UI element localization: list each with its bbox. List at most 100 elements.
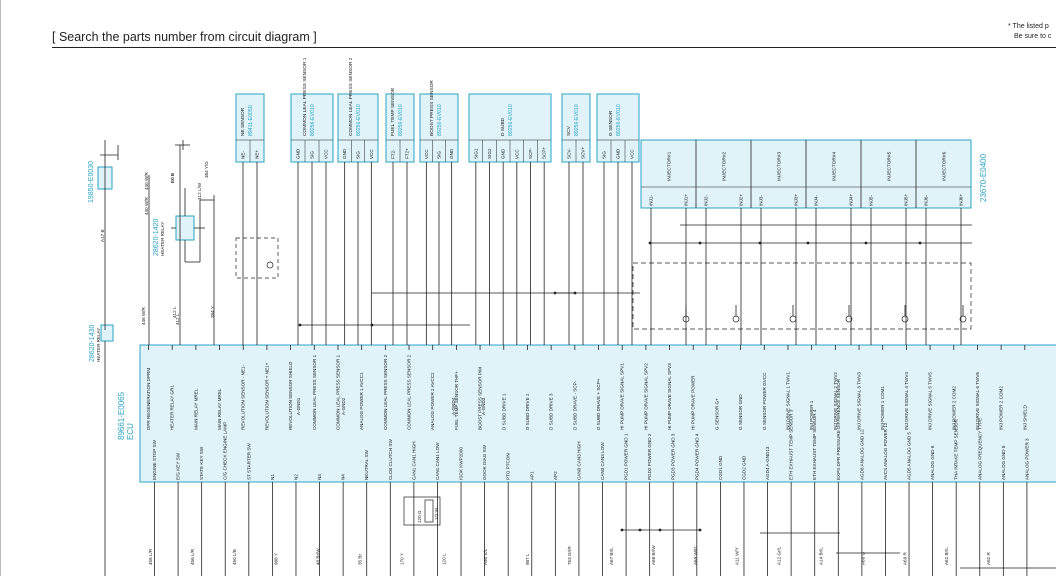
junction-dot <box>370 323 374 327</box>
ecu-pin-label-bottom: CLCB CLUTCH SW <box>388 438 393 480</box>
junction-dot <box>698 241 702 245</box>
ecu-pin-label-bottom: PGD2 POWER GND 2 <box>647 433 652 480</box>
wire-label-bottom: 35 Br <box>358 554 363 565</box>
connector-pin-label: SIG <box>437 151 442 159</box>
connector-box <box>337 93 379 163</box>
junction-dot <box>806 241 810 245</box>
wire-label-bottom: 988 Y <box>274 553 279 565</box>
wire-label-top: 412 L/W <box>197 182 202 200</box>
title-rule <box>52 47 1056 48</box>
connector-part: 89256-EV010 <box>398 104 404 136</box>
ecu-pin-label-top: COMMON LEAL PRESS SENSOR 2 <box>383 354 388 430</box>
ecu-pin-label-bottom: CAN3 CAN3 HIGH <box>576 441 581 480</box>
connector-part: 89256-EV010 <box>356 104 362 136</box>
ecu-pin-label-bottom: AGD8 ANALOG GND 12 <box>859 429 864 480</box>
ecu-pin-label-top: ANALOG POWER 2 AVCC2 <box>430 372 435 430</box>
injector-pin-label: INJ4- <box>814 195 819 206</box>
connector-name: COMMON LEAL PRESS SENSOR 2 <box>348 57 354 136</box>
ecu-pin-label-bottom: THA INTAKE TEMP SENSOR <box>954 418 959 480</box>
ecu-pin-label-bottom: C/G CHECK ENGINE LAMP <box>223 422 228 480</box>
connector-pin-label: NE+ <box>255 150 260 159</box>
ecu-pin-label-top: HI PUMP DRAVE SIGNAL SPV3 <box>667 363 672 430</box>
injector-name: INJECTOR#5 <box>887 151 893 181</box>
connector-pin-label: GND <box>616 148 621 159</box>
connector-box <box>419 93 459 163</box>
connector-pin-label: SCP- <box>528 148 533 159</box>
wire-label-top: E0 B <box>170 173 175 183</box>
ecu-pin-label-top: INJ DRIVE SIGNAL 5 TWV5 <box>928 372 933 430</box>
junction-dot <box>553 291 557 295</box>
wire-label-bottom: 170 Y <box>399 553 404 565</box>
connector-name: FUEL TEMP SENSOR <box>390 87 396 136</box>
connector-part: 89411-E0050 <box>248 105 254 136</box>
connector-2 <box>337 93 379 163</box>
connector-name: SCV <box>566 125 572 136</box>
part-number-fuse: 19850-E0030 <box>88 161 95 203</box>
ecu-pin-label-bottom: AVCS ANALOG POWER 12 <box>883 422 888 480</box>
injector-name: INJECTOR#1 <box>667 151 673 181</box>
connector-pin-label: GND <box>296 148 301 159</box>
junction-dot <box>573 291 577 295</box>
injector-pin-label: INJ1+ <box>684 194 689 206</box>
relay-1-box <box>175 215 195 241</box>
junction-dot <box>620 528 624 532</box>
ecu-pin-label-bottom: CGD2 GND <box>741 455 746 480</box>
wire-label-bottom: 753 Gr/R <box>567 546 572 565</box>
page-title: [ Search the parts number from circuit d… <box>52 30 317 44</box>
ground-symbol <box>732 315 740 323</box>
ground-symbol <box>789 315 797 323</box>
ecu-pin-label-top: INJ DRIVE SIGNAL 6 TWV6 <box>975 372 980 430</box>
ecu-pin-label-bottom: CAN1 CAN1 LOW <box>435 442 440 480</box>
ecu-pin-label-top: G SENSOR POWER GVCC <box>762 372 767 430</box>
connector-pin-label: SCV- <box>567 148 572 159</box>
connector-pin-label: SCP+ <box>542 147 547 159</box>
connector-name: NE SENSOR <box>240 107 246 136</box>
ecu-pin-label-bottom: AGD4 A-GND13 <box>765 446 770 480</box>
ecu-pin-label-top: REVOLUTION SENSOR - NE1- <box>241 364 246 430</box>
ecu-pin-label-top: ANALOG POWER 1 AVCC1 <box>359 372 364 430</box>
ecu-pin-label-top: HI PUMP DRAVE SIGNAL SPV1 <box>620 363 625 430</box>
ecu-ground-label: A-GND2 <box>341 397 346 415</box>
ecu-pin-label-bottom: AGD5 ANALOG GND 5 <box>907 432 912 480</box>
ecu-pin-label-top: INJ DRIVE SIGNAL 3 TWV3 <box>857 372 862 430</box>
connector-pin-label: NE- <box>241 151 246 159</box>
ecu-pin-label-bottom: ENGINE STOP SW <box>152 439 157 480</box>
ecu-pin-label-top: D SUBD DRIVE 2 <box>525 393 530 430</box>
connector-name: D SUBD <box>500 117 506 136</box>
injector-name: INJECTOR#3 <box>777 151 783 181</box>
shield-box-ne <box>235 237 279 279</box>
ecu-pin-label-top: DPR REGENERATION DPRM <box>146 368 151 430</box>
part-number-relay-1: 28620-1420 <box>153 219 160 256</box>
ecu-part-number: 89661-E0065 <box>117 391 126 440</box>
resistor-rating: 1/2 W <box>434 507 439 520</box>
ecu-pin-label-top: MAIN RELAY MREL <box>193 388 198 430</box>
injector-pin-label: INJ3- <box>759 195 764 206</box>
connector-pin-label: SIG <box>602 151 607 159</box>
junction-dot <box>298 323 302 327</box>
resistor-loop <box>403 496 441 526</box>
connector-3 <box>385 93 415 163</box>
ecu-pin-label-top: INJ POWER 1 COM1 <box>880 386 885 430</box>
ecu-pin-label-top: COMMON LEAL PRESS SENSOR 1 <box>335 354 340 430</box>
wire-label-bottom: 456 L/R <box>190 548 195 565</box>
wire-label-bottom: A67 Br/L <box>609 547 614 565</box>
connector-pin-label: GND <box>342 148 347 159</box>
junction-dot <box>638 528 642 532</box>
relay-2-name: HEATER RELAY <box>96 328 101 362</box>
wire-label-bottom: 48 Br/W <box>316 548 321 565</box>
ecu-pin-label-top: MAIN RELAY MREL <box>217 388 222 430</box>
ecu-pin-label-top: INJ POWER 2 COM2 <box>951 386 956 430</box>
ecu-pin-label-top: INJ POWER 2 COM2 <box>999 386 1004 430</box>
connector-part: 89256-EV010 <box>437 104 443 136</box>
ecu-pin-label-bottom: N3 <box>317 474 322 480</box>
injector-pin-label: INJ5+ <box>904 194 909 206</box>
wire-label-bottom: A69 W/G <box>693 546 698 565</box>
part-number-relay-2: 28620-1430 <box>89 325 96 362</box>
connector-pin-label: SIG1 <box>473 148 478 159</box>
injector-pin-label: INJ2+ <box>739 194 744 206</box>
ecu-pin-label-bottom: AP1 <box>529 471 534 480</box>
ecu-box <box>139 344 1056 483</box>
injector-pin-label: INJ2- <box>704 195 709 206</box>
wire-label-bottom: A12 Gr/L <box>777 546 782 565</box>
junction-dot <box>918 241 922 245</box>
